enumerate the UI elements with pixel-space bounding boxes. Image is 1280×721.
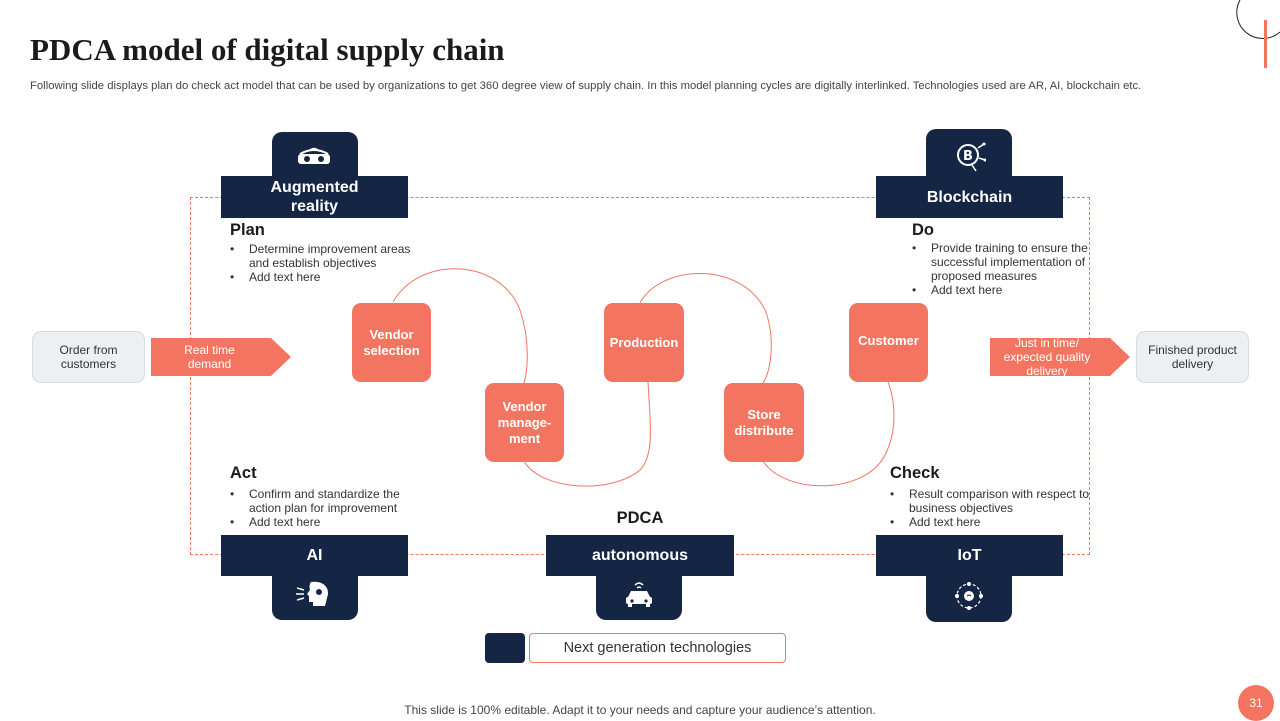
plan-bullet: Add text here xyxy=(230,270,430,284)
footer-note: This slide is 100% editable. Adapt it to… xyxy=(404,703,876,717)
legend-swatch xyxy=(485,633,525,663)
tech-label-blockchain: Blockchain xyxy=(876,176,1063,218)
do-bullet: Add text here xyxy=(912,283,1096,297)
node-vendor-management: Vendor manage-ment xyxy=(485,383,564,462)
corner-decoration xyxy=(1236,0,1280,68)
act-heading: Act xyxy=(230,464,257,482)
node-production: Production xyxy=(604,303,684,382)
autonomous-icon-tab xyxy=(596,560,682,620)
plan-heading: Plan xyxy=(230,221,265,239)
plan-bullet: Determine improvement areas and establis… xyxy=(230,242,430,270)
svg-text:B: B xyxy=(963,149,973,164)
act-bullet: Add text here xyxy=(230,515,426,529)
slide-subtitle: Following slide displays plan do check a… xyxy=(30,80,1142,92)
ai-head-icon xyxy=(292,576,336,612)
just-in-time-arrow: Just in time/ expected quality delivery xyxy=(990,336,1130,378)
vr-headset-icon xyxy=(292,140,336,174)
check-bullets: Result comparison with respect to busine… xyxy=(890,487,1090,529)
autonomous-car-icon xyxy=(617,576,661,612)
check-bullet: Result comparison with respect to busine… xyxy=(890,487,1090,515)
tech-label-augmented-reality: Augmented reality xyxy=(221,176,408,218)
check-bullet: Add text here xyxy=(890,515,1090,529)
node-customer: Customer xyxy=(849,303,928,382)
check-heading: Check xyxy=(890,464,940,482)
pdca-label: PDCA xyxy=(616,509,664,527)
do-bullet: Provide training to ensure the successfu… xyxy=(912,241,1096,283)
finished-product-delivery-box: Finished product delivery xyxy=(1136,331,1249,383)
act-bullet: Confirm and standardize the action plan … xyxy=(230,487,426,515)
do-bullets: Provide training to ensure the successfu… xyxy=(912,241,1096,297)
order-from-customers-box: Order from customers xyxy=(32,331,145,383)
iot-network-icon xyxy=(947,578,991,614)
node-vendor-selection: Vendor selection xyxy=(352,303,431,382)
bitcoin-circuit-icon: B xyxy=(947,137,991,173)
page-number: 31 xyxy=(1238,685,1274,721)
node-store-distribute: Store distribute xyxy=(724,383,804,462)
act-bullets: Confirm and standardize the action plan … xyxy=(230,487,426,529)
do-heading: Do xyxy=(912,221,934,239)
legend-label: Next generation technologies xyxy=(529,633,786,663)
slide-title: PDCA model of digital supply chain xyxy=(30,32,505,67)
real-time-demand-arrow: Real time demand xyxy=(151,338,291,376)
plan-bullets: Determine improvement areas and establis… xyxy=(230,242,430,284)
